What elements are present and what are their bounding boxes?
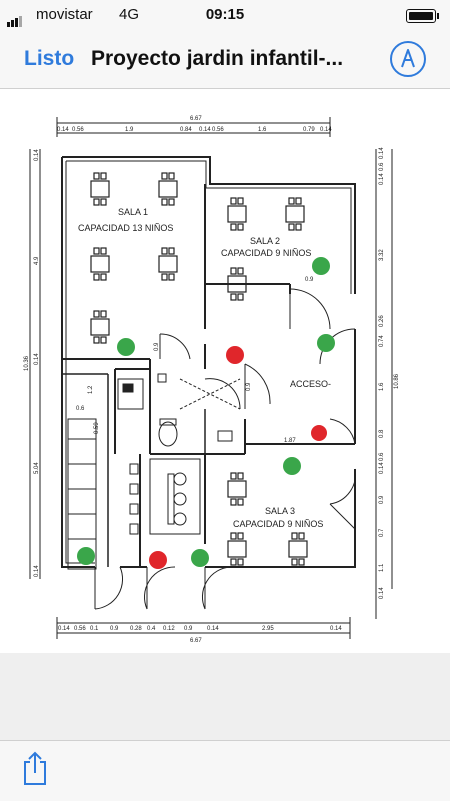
- carrier-name: movistar: [36, 6, 93, 23]
- markers: [77, 257, 335, 569]
- dim-right: 0.74: [379, 335, 385, 347]
- dim-top: 0.79: [303, 127, 315, 133]
- dim-inner: 0.9: [154, 342, 160, 351]
- sala1-label: SALA 1: [118, 207, 148, 217]
- dim-right: 0.26: [379, 315, 385, 327]
- dim-bottom: 0.9: [110, 626, 119, 632]
- dim-left: 5.04: [34, 462, 40, 474]
- navigation-bar: Listo Proyecto jardin infantil-...: [0, 32, 450, 89]
- dim-inner: 0.59: [94, 422, 100, 434]
- dim-bottom: 2.95: [262, 626, 274, 632]
- share-icon[interactable]: [21, 750, 49, 791]
- battery-icon: [406, 9, 439, 23]
- dim-right-total: 10.86: [394, 373, 400, 389]
- green-marker: [312, 257, 330, 275]
- network-type: 4G: [119, 6, 140, 23]
- dim-top: 0.84: [180, 127, 192, 133]
- dim-inner: 1.87: [284, 438, 296, 444]
- red-marker: [149, 551, 167, 569]
- green-marker: [191, 549, 209, 567]
- dim-top: 1.9: [125, 127, 134, 133]
- document-title: Proyecto jardin infantil-...: [91, 47, 344, 70]
- dim-bottom: 0.14: [330, 626, 342, 632]
- dim-right: 0.14: [379, 173, 385, 185]
- sala2-label: SALA 2: [250, 236, 280, 246]
- dim-right: 0.14: [379, 587, 385, 599]
- dim-top: 0.56: [72, 127, 84, 133]
- sala1-capacity: CAPACIDAD 13 NIÑOS: [78, 223, 173, 233]
- done-button[interactable]: Listo: [24, 47, 75, 70]
- dim-bottom: 0.1: [90, 626, 99, 632]
- dim-bottom: 0.4: [147, 626, 156, 632]
- dim-right: 0.6: [379, 162, 385, 171]
- dim-right: 1.1: [379, 563, 385, 572]
- dim-left: 0.14: [34, 353, 40, 365]
- markup-pen-icon[interactable]: [390, 41, 426, 77]
- sala3-capacity: CAPACIDAD 9 NIÑOS: [233, 519, 323, 529]
- green-marker: [117, 338, 135, 356]
- dim-bottom: 0.9: [184, 626, 193, 632]
- green-marker: [317, 334, 335, 352]
- red-marker: [226, 346, 244, 364]
- dim-top-total: 6.67: [190, 116, 202, 122]
- dim-inner: 0.9: [246, 382, 252, 391]
- dim-left: 0.14: [34, 149, 40, 161]
- dim-bottom: 0.28: [130, 626, 142, 632]
- dim-right: 0.7: [379, 528, 385, 537]
- dim-right: 0.9: [379, 495, 385, 504]
- dim-left: 4.9: [34, 256, 40, 265]
- dim-top: 0.14: [320, 127, 332, 133]
- sala3-label: SALA 3: [265, 506, 295, 516]
- bottom-toolbar: [0, 740, 450, 801]
- furniture: [90, 172, 308, 566]
- dim-right: 0.8: [379, 429, 385, 438]
- status-bar: movistar 4G 09:15: [0, 0, 450, 32]
- dim-top: 0.14: [57, 127, 69, 133]
- dim-left: 0.14: [34, 565, 40, 577]
- dim-top: 1.6: [258, 127, 267, 133]
- sala2-capacity: CAPACIDAD 9 NIÑOS: [221, 248, 311, 258]
- dim-right: 0.14: [379, 462, 385, 474]
- dim-bottom: 0.56: [74, 626, 86, 632]
- dim-right: 1.6: [379, 382, 385, 391]
- dim-right: 0.14: [379, 147, 385, 159]
- dim-bottom: 0.14: [207, 626, 219, 632]
- dim-inner: 1.2: [88, 385, 94, 394]
- floor-plan: SALA 1 CAPACIDAD 13 NIÑOS SALA 2 CAPACID…: [24, 116, 400, 644]
- dim-right: 3.32: [379, 249, 385, 261]
- dim-top: 0.14: [199, 127, 211, 133]
- clock: 09:15: [205, 6, 245, 23]
- dim-bottom-total: 6.67: [190, 638, 202, 644]
- dim-left-total: 10.36: [24, 355, 30, 371]
- dim-bottom: 0.12: [163, 626, 175, 632]
- dim-top: 0.56: [212, 127, 224, 133]
- dim-right: 0.6: [379, 452, 385, 461]
- dim-inner: 0.9: [305, 277, 314, 283]
- dim-inner: 0.6: [76, 406, 85, 412]
- dim-bottom: 0.14: [58, 626, 70, 632]
- acceso-label: ACCESO-: [290, 379, 331, 389]
- signal-bars-icon: [7, 10, 23, 27]
- document-viewer[interactable]: SALA 1 CAPACIDAD 13 NIÑOS SALA 2 CAPACID…: [0, 89, 450, 653]
- green-marker: [77, 547, 95, 565]
- red-marker: [311, 425, 327, 441]
- green-marker: [283, 457, 301, 475]
